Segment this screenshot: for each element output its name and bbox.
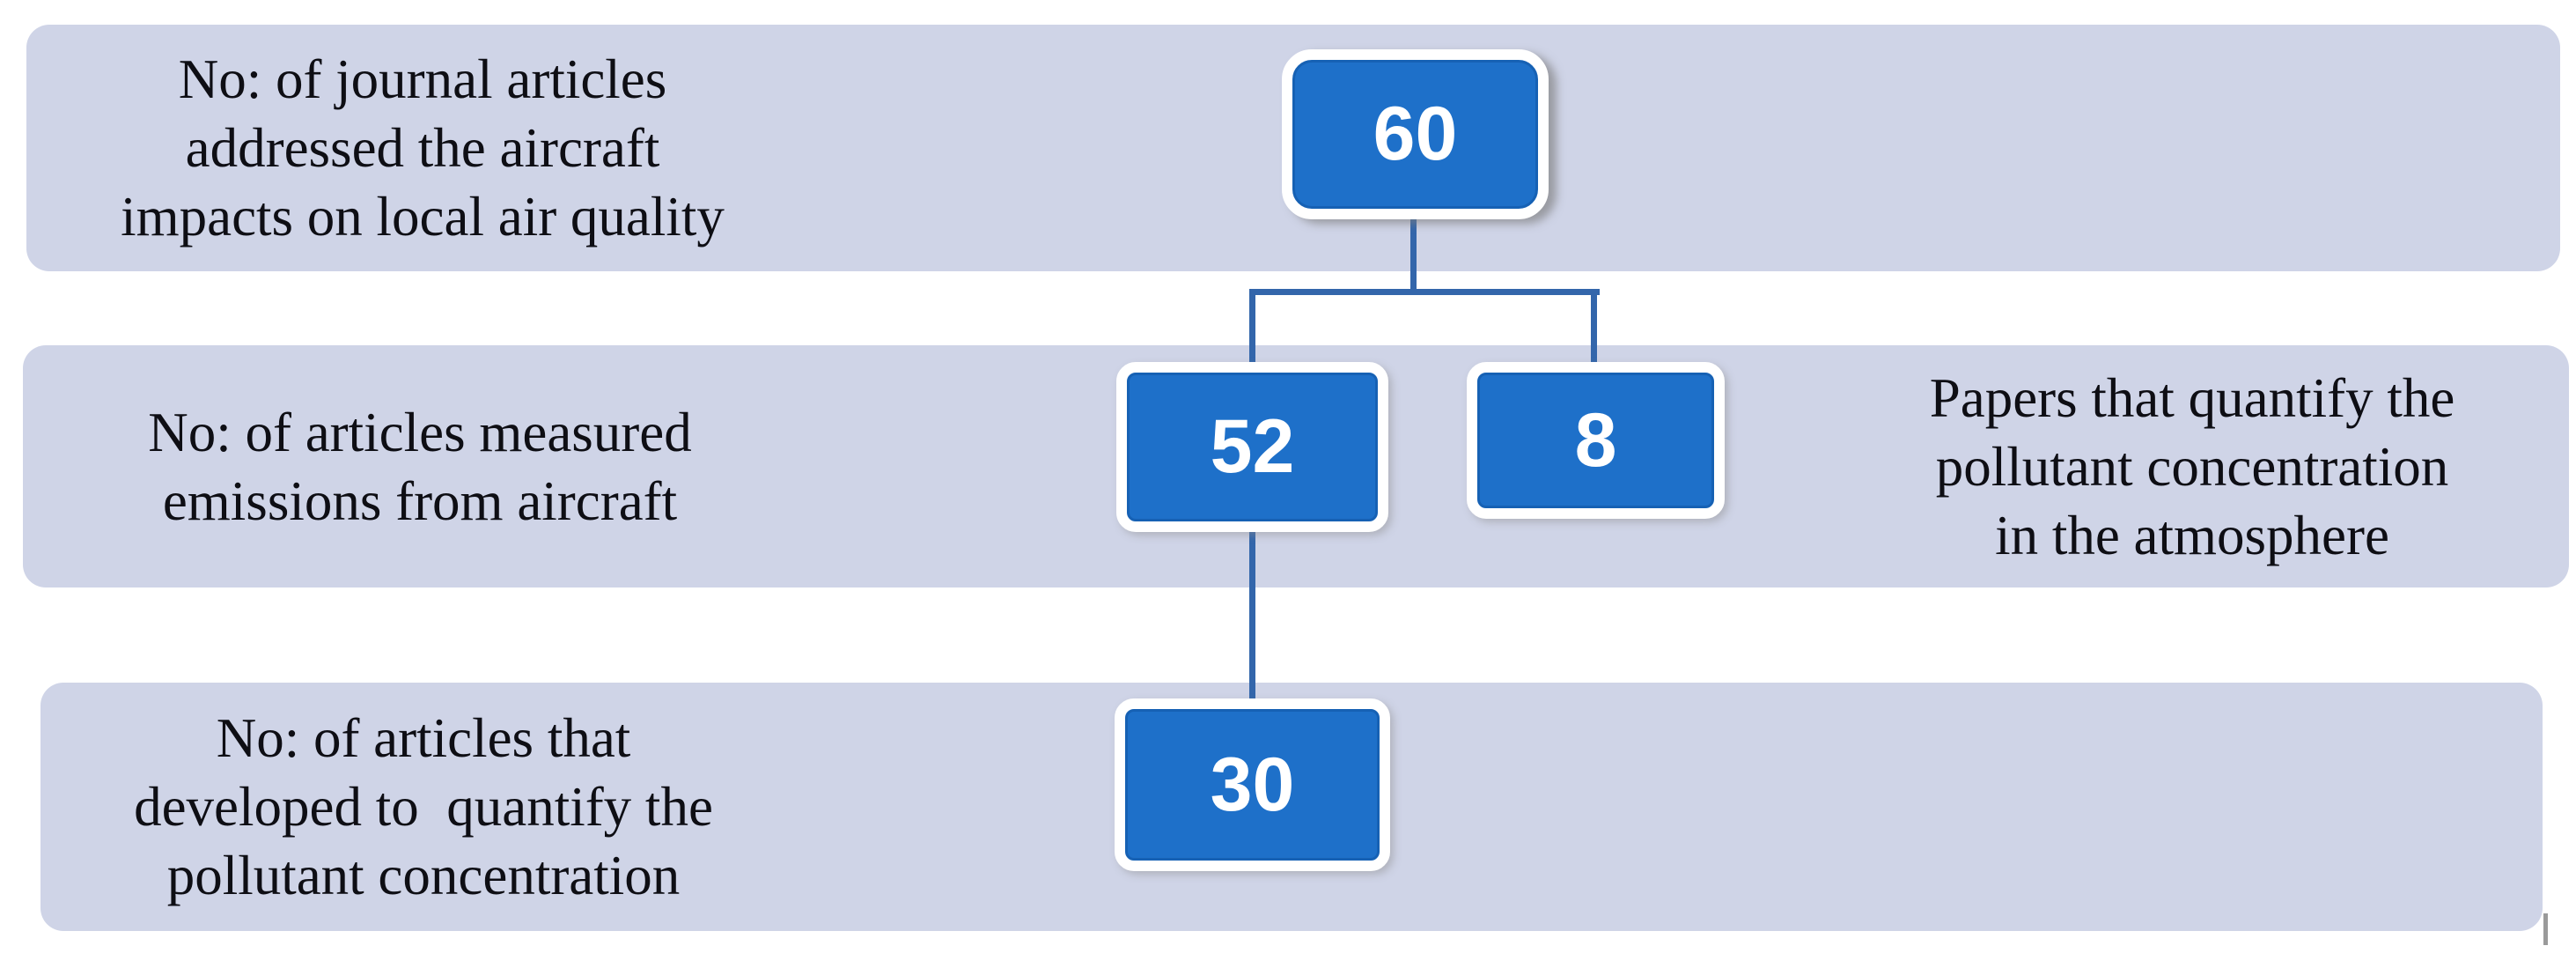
connector-stem-52-to-30 bbox=[1249, 521, 1255, 705]
flow-node-60: 60 bbox=[1282, 49, 1549, 219]
label-row2-right: Papers that quantify the pollutant conce… bbox=[1884, 345, 2500, 587]
label-line: No: of articles measured bbox=[148, 401, 692, 463]
node-value: 8 bbox=[1574, 397, 1617, 483]
stray-tick-mark bbox=[2543, 913, 2548, 945]
connector-branch-horizontal bbox=[1249, 289, 1600, 295]
label-line: emissions from aircraft bbox=[162, 469, 678, 532]
label-line: Papers that quantify the bbox=[1929, 366, 2455, 429]
label-line: in the atmosphere bbox=[1995, 504, 2389, 566]
flow-node-52: 52 bbox=[1116, 362, 1388, 532]
connector-stem-from-60 bbox=[1410, 209, 1417, 293]
flow-node-8: 8 bbox=[1467, 362, 1725, 519]
label-line: developed to quantify the bbox=[134, 776, 713, 838]
node-value: 60 bbox=[1373, 92, 1458, 176]
label-line: addressed the aircraft bbox=[185, 117, 660, 179]
label-line: pollutant concentration bbox=[1935, 435, 2449, 498]
label-line: No: of articles that bbox=[216, 707, 631, 769]
label-line: No: of journal articles bbox=[178, 48, 667, 110]
node-value: 52 bbox=[1210, 404, 1295, 489]
flow-node-30: 30 bbox=[1115, 698, 1390, 871]
connector-drop-to-8 bbox=[1591, 289, 1597, 370]
label-row2-left: No: of articles measured emissions from … bbox=[50, 345, 790, 587]
label-row1: No: of journal articles addressed the ai… bbox=[35, 25, 810, 271]
label-line: impacts on local air quality bbox=[121, 186, 725, 248]
connector-drop-to-52 bbox=[1249, 289, 1255, 370]
label-line: pollutant concentration bbox=[166, 845, 681, 906]
label-row3: No: of articles that developed to quanti… bbox=[54, 683, 793, 931]
node-value: 30 bbox=[1210, 742, 1295, 827]
